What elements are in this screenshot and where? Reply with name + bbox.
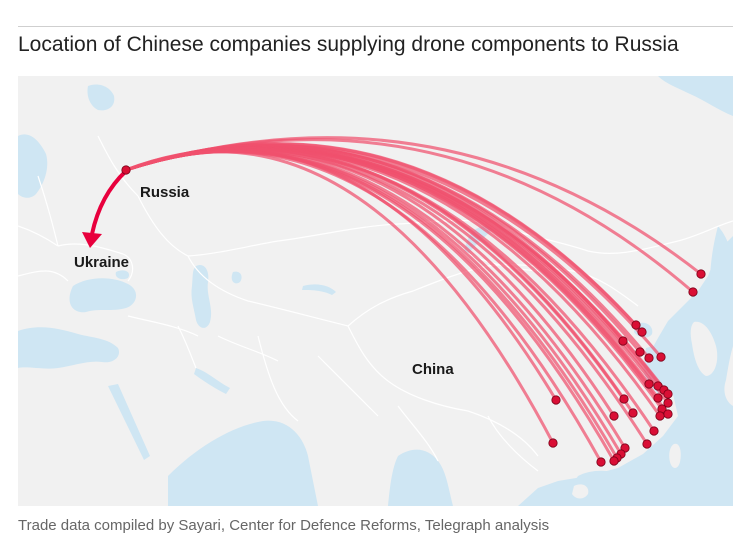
ukraine-arrowhead (82, 232, 102, 248)
company-location-dot (631, 320, 641, 330)
white-sea (87, 84, 115, 111)
ukraine-arrow (82, 169, 128, 248)
chart-title: Location of Chinese companies supplying … (18, 33, 679, 56)
lake-baikal (464, 226, 492, 254)
east-asia-islands (572, 195, 733, 499)
red-sea (108, 384, 150, 460)
china-west-border (347, 325, 539, 457)
label-ukraine: Ukraine (74, 254, 129, 271)
sea-of-azov (115, 270, 130, 280)
company-location-dot (663, 389, 673, 399)
company-location-dot (635, 347, 645, 357)
company-location-dot (551, 395, 561, 405)
map: Russia Ukraine China (18, 76, 733, 506)
company-location-dot (663, 409, 673, 419)
persian-gulf (194, 368, 230, 394)
company-location-dot (649, 426, 659, 436)
company-location-dot (656, 352, 666, 362)
south-china-sea (568, 470, 636, 506)
aral-sea (231, 271, 242, 284)
company-location-dot (628, 408, 638, 418)
east-china-sea (618, 331, 733, 506)
black-sea (69, 278, 137, 313)
russia-southern-border (137, 195, 733, 257)
company-location-dot (619, 394, 629, 404)
label-russia: Russia (140, 184, 190, 201)
company-location-dot (609, 456, 619, 466)
company-location-dot (663, 398, 673, 408)
company-location-dot (637, 327, 647, 337)
russia-internal-border (97, 135, 139, 197)
company-location-dot (688, 287, 698, 297)
taiwan-island (669, 443, 681, 468)
company-location-dot (644, 353, 654, 363)
bay-of-bengal (388, 449, 453, 506)
caspian-sea (191, 264, 212, 328)
company-location-dot (642, 439, 652, 449)
map-svg: Russia Ukraine China (18, 76, 733, 506)
south-asia-borders (317, 355, 539, 472)
company-location-dot (696, 269, 706, 279)
europe-borders (18, 175, 69, 282)
sea-of-japan (710, 226, 733, 341)
company-location-dot (655, 411, 665, 421)
label-china: China (412, 361, 454, 378)
source-note: Trade data compiled by Sayari, Center fo… (18, 517, 550, 534)
ukraine-border (57, 243, 134, 282)
arctic-sea (658, 76, 733, 116)
korea-peninsula (690, 321, 718, 376)
ukraine-arrow-line (90, 169, 128, 236)
hainan-island (572, 484, 589, 499)
company-location-dot (653, 393, 663, 403)
top-rule (18, 26, 733, 27)
origin-dot-russia (121, 165, 131, 175)
supply-arc (125, 150, 555, 444)
arabian-sea (168, 420, 318, 506)
sakhalin-island (725, 195, 733, 226)
country-borders (18, 135, 733, 472)
kazakhstan-border (187, 255, 349, 327)
china-border (347, 264, 639, 327)
lake-balkhash (302, 284, 336, 295)
company-location-dot (644, 379, 654, 389)
mediterranean-sea (18, 327, 120, 369)
japan-honshu (724, 346, 733, 406)
company-location-dot (618, 336, 628, 346)
company-location-dot (596, 457, 606, 467)
company-location-dots (121, 165, 706, 467)
company-location-dot (609, 411, 619, 421)
supply-arcs (125, 136, 702, 463)
company-location-dot (548, 438, 558, 448)
middle-east-borders (127, 315, 299, 422)
